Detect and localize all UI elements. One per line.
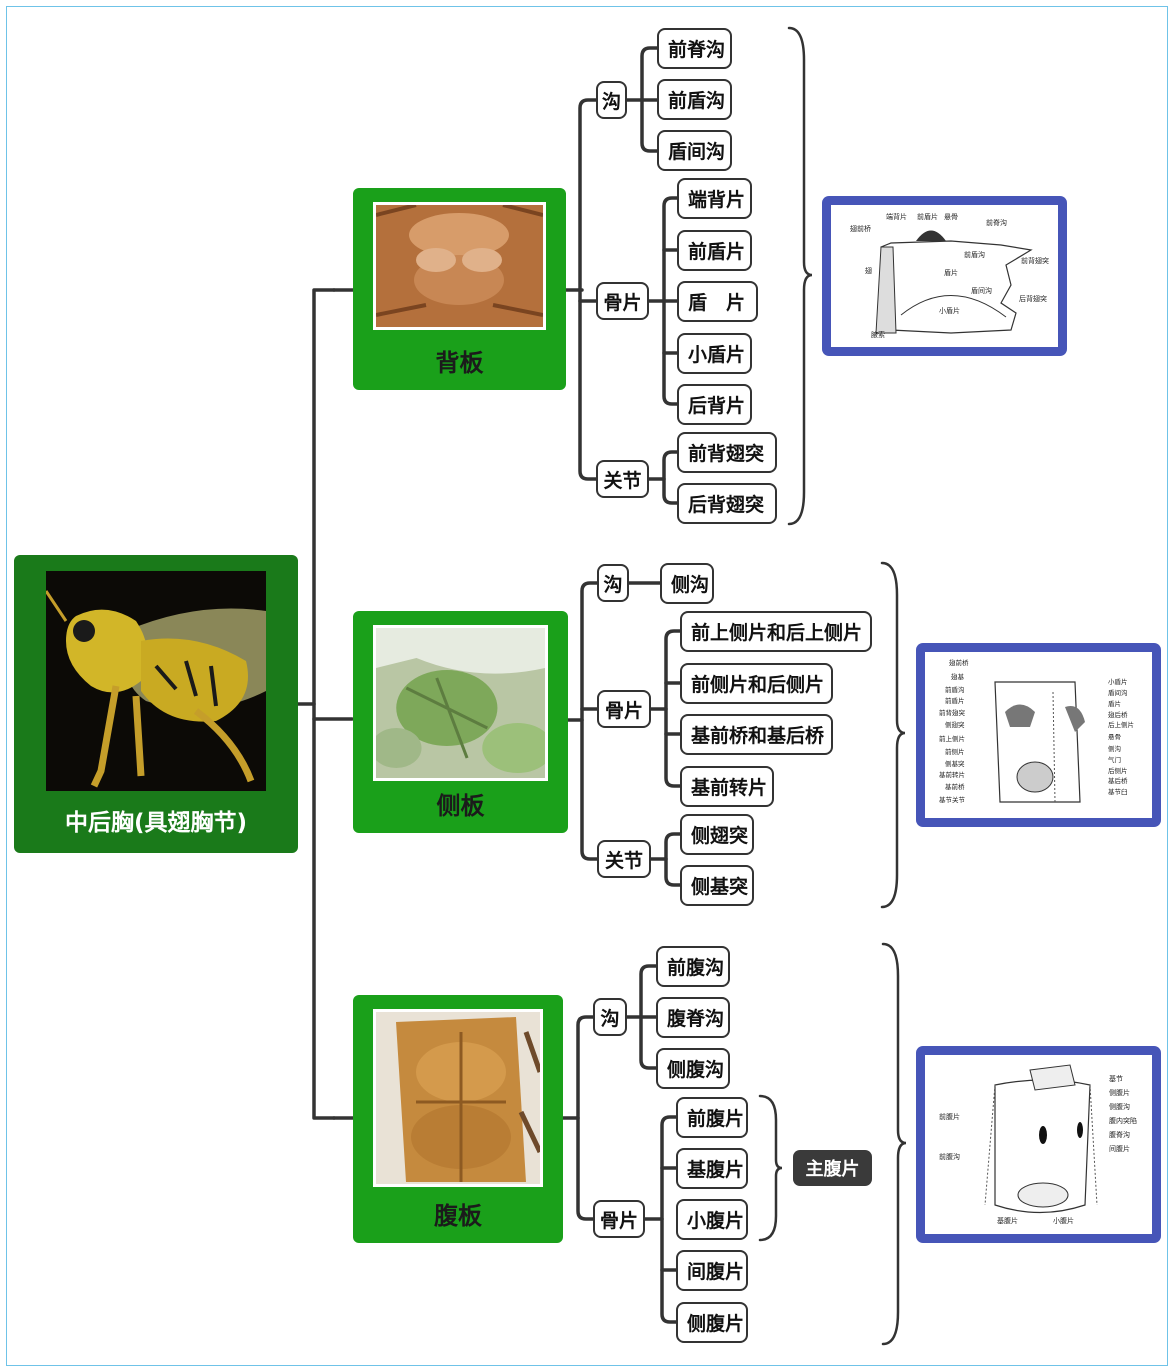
svg-text:腋索: 腋索 <box>871 330 885 339</box>
svg-text:间腹片: 间腹片 <box>1109 1144 1130 1153</box>
svg-text:前盾沟: 前盾沟 <box>964 250 985 259</box>
leaf-item[interactable]: 端背片 <box>677 178 752 219</box>
svg-text:侧腹片: 侧腹片 <box>1109 1088 1130 1097</box>
svg-text:气门: 气门 <box>1108 755 1121 764</box>
svg-text:翅前桥: 翅前桥 <box>949 658 969 667</box>
svg-text:前脊沟: 前脊沟 <box>986 218 1007 227</box>
leaf-item[interactable]: 侧腹沟 <box>656 1048 730 1089</box>
leaf-item[interactable]: 腹脊沟 <box>656 997 730 1038</box>
ventral-plate-photo <box>373 1009 543 1187</box>
ventral-illustration[interactable]: 基节 侧腹片 侧腹沟 腹内突陷 腹脊沟 间腹片 前腹片 前腹沟 基腹片 小腹片 <box>916 1046 1161 1243</box>
leaf-item[interactable]: 前盾沟 <box>657 79 732 120</box>
leaf-item[interactable]: 基前转片 <box>680 766 774 807</box>
svg-text:盾片: 盾片 <box>944 268 958 277</box>
svg-text:侧基突: 侧基突 <box>945 759 965 768</box>
pleural-schematic: 翅前桥 翅基 前盾沟 前盾片 前背翅突 侧翅突 前上侧片 前侧片 侧基突 基前转… <box>925 652 1152 818</box>
group-sclerite[interactable]: 骨片 <box>597 690 651 728</box>
group-sclerite[interactable]: 骨片 <box>596 282 649 320</box>
group-joint[interactable]: 关节 <box>596 460 649 498</box>
svg-text:基前转片: 基前转片 <box>939 770 965 779</box>
leaf-item[interactable]: 盾间沟 <box>657 130 732 171</box>
svg-text:基节臼: 基节臼 <box>1108 787 1128 796</box>
leaf-item[interactable]: 前上侧片和后上侧片 <box>680 611 872 652</box>
group-groove[interactable]: 沟 <box>596 81 627 119</box>
svg-text:基后桥: 基后桥 <box>1108 776 1128 785</box>
svg-text:基节: 基节 <box>1109 1074 1123 1083</box>
leaf-item[interactable]: 侧沟 <box>660 563 714 604</box>
leaf-item[interactable]: 侧翅突 <box>680 814 754 855</box>
leaf-item[interactable]: 盾 片 <box>677 281 758 322</box>
svg-text:基前桥: 基前桥 <box>945 782 965 791</box>
svg-text:腹脊沟: 腹脊沟 <box>1109 1130 1130 1139</box>
plate-dorsal[interactable]: 背板 <box>353 188 566 390</box>
svg-text:前背翅突: 前背翅突 <box>1021 256 1049 265</box>
group-sclerite[interactable]: 骨片 <box>593 1200 645 1238</box>
svg-text:悬骨: 悬骨 <box>1108 733 1121 741</box>
svg-text:前盾沟: 前盾沟 <box>945 685 965 694</box>
leaf-item[interactable]: 小腹片 <box>676 1199 748 1240</box>
leaf-item[interactable]: 前腹沟 <box>656 946 730 987</box>
svg-text:小盾片: 小盾片 <box>939 306 960 315</box>
leaf-item[interactable]: 侧基突 <box>680 865 754 906</box>
svg-text:前侧片: 前侧片 <box>945 747 965 756</box>
svg-text:端背片: 端背片 <box>886 212 907 221</box>
svg-text:前盾片: 前盾片 <box>945 696 965 705</box>
dorsal-illustration[interactable]: 端背片 前盾片 悬骨 前脊沟 翅前桥 前盾沟 前背翅突 盾片 盾间沟 后背翅突 … <box>822 196 1067 356</box>
svg-text:前上侧片: 前上侧片 <box>939 734 965 743</box>
leaf-item[interactable]: 前脊沟 <box>657 28 732 69</box>
plate-label: 腹板 <box>434 1202 482 1230</box>
group-joint[interactable]: 关节 <box>597 840 651 878</box>
svg-text:小盾片: 小盾片 <box>1108 677 1128 686</box>
leaf-item[interactable]: 基前桥和基后桥 <box>680 714 833 755</box>
leaf-item[interactable]: 前背翅突 <box>677 432 777 473</box>
svg-text:翅前桥: 翅前桥 <box>850 224 871 233</box>
leaf-item[interactable]: 前盾片 <box>677 230 752 271</box>
svg-text:后背翅突: 后背翅突 <box>1019 294 1047 303</box>
ventral-schematic: 基节 侧腹片 侧腹沟 腹内突陷 腹脊沟 间腹片 前腹片 前腹沟 基腹片 小腹片 <box>925 1055 1152 1234</box>
svg-text:基腹片: 基腹片 <box>997 1216 1018 1225</box>
svg-text:侧沟: 侧沟 <box>1108 744 1121 753</box>
plate-label: 背板 <box>435 349 484 377</box>
svg-text:前腹片: 前腹片 <box>939 1112 960 1121</box>
svg-text:盾间沟: 盾间沟 <box>1108 688 1128 697</box>
svg-text:盾间沟: 盾间沟 <box>971 286 992 295</box>
svg-text:翅: 翅 <box>865 266 872 275</box>
leaf-item[interactable]: 小盾片 <box>677 333 752 374</box>
plate-pleural[interactable]: 侧板 <box>353 611 568 833</box>
svg-text:盾片: 盾片 <box>1108 699 1121 708</box>
svg-text:基节关节: 基节关节 <box>939 795 966 804</box>
svg-text:侧腹沟: 侧腹沟 <box>1109 1102 1130 1111</box>
leaf-item[interactable]: 前侧片和后侧片 <box>680 663 833 704</box>
svg-text:前腹沟: 前腹沟 <box>939 1152 960 1161</box>
svg-text:悬骨: 悬骨 <box>944 213 958 221</box>
svg-text:翅后桥: 翅后桥 <box>1108 710 1128 719</box>
svg-text:后侧片: 后侧片 <box>1108 766 1128 775</box>
plate-label: 侧板 <box>436 792 485 820</box>
group-groove[interactable]: 沟 <box>597 564 629 602</box>
svg-text:后上侧片: 后上侧片 <box>1108 720 1134 729</box>
group-groove[interactable]: 沟 <box>593 998 627 1036</box>
svg-text:小腹片: 小腹片 <box>1053 1216 1074 1225</box>
leaf-item[interactable]: 前腹片 <box>676 1097 748 1138</box>
svg-text:侧翅突: 侧翅突 <box>945 720 965 729</box>
dorsal-schematic: 端背片 前盾片 悬骨 前脊沟 翅前桥 前盾沟 前背翅突 盾片 盾间沟 后背翅突 … <box>831 205 1058 347</box>
plate-ventral[interactable]: 腹板 <box>353 995 563 1243</box>
svg-text:前背翅突: 前背翅突 <box>939 708 966 717</box>
root-node[interactable]: 中后胸(具翅胸节) <box>14 555 298 853</box>
grasshopper-photo <box>46 571 266 791</box>
leaf-item[interactable]: 侧腹片 <box>676 1302 748 1343</box>
summary-node[interactable]: 主腹片 <box>793 1150 872 1186</box>
leaf-item[interactable]: 间腹片 <box>676 1250 748 1291</box>
pleural-plate-photo <box>373 625 548 781</box>
svg-text:腹内突陷: 腹内突陷 <box>1109 1116 1137 1125</box>
leaf-item[interactable]: 后背翅突 <box>677 483 777 524</box>
leaf-item[interactable]: 后背片 <box>677 384 752 425</box>
svg-text:前盾片: 前盾片 <box>917 212 938 221</box>
leaf-item[interactable]: 基腹片 <box>676 1148 748 1189</box>
pleural-illustration[interactable]: 翅前桥 翅基 前盾沟 前盾片 前背翅突 侧翅突 前上侧片 前侧片 侧基突 基前转… <box>916 643 1161 827</box>
svg-text:翅基: 翅基 <box>951 672 965 681</box>
dorsal-plate-photo <box>373 202 546 330</box>
root-label: 中后胸(具翅胸节) <box>64 810 248 836</box>
